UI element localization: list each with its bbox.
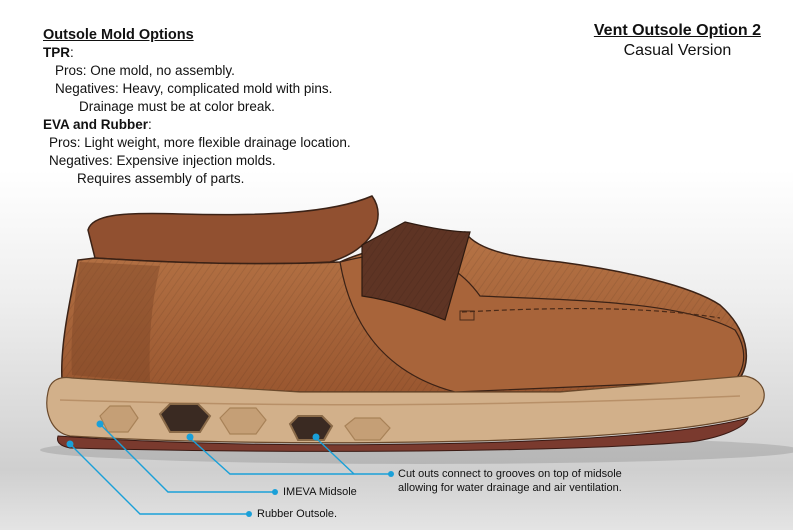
callout-dot-midsole [96, 420, 104, 428]
eva-pros: Pros: Light weight, more flexible draina… [49, 135, 351, 150]
cutout-2 [288, 415, 334, 441]
tpr-label: TPR [43, 45, 70, 60]
callout-end-midsole [272, 489, 278, 495]
callout-line-midsole [99, 423, 274, 493]
callout-line-outsole [69, 443, 248, 515]
callout-cutouts-line1: Cut outs connect to grooves on top of mi… [398, 468, 622, 480]
tpr-negatives: Negatives: Heavy, complicated mold with … [55, 81, 333, 96]
cutout-1 [158, 403, 212, 433]
callout-line-cutouts-a [189, 437, 390, 475]
callout-dot-cutout-1 [186, 433, 194, 441]
callout-midsole: IMEVA Midsole [283, 486, 357, 498]
eva-negatives-cont: Requires assembly of parts. [77, 171, 245, 186]
vamp-stitch [461, 307, 721, 319]
callout-cutouts: Cut outs connect to grooves on top of mi… [398, 467, 622, 495]
callout-outsole: Rubber Outsole. [257, 508, 338, 520]
tpr-pros: Pros: One mold, no assembly. [55, 63, 235, 78]
outsole-notes: Outsole Mold Options TPR: Pros: One mold… [43, 26, 351, 188]
callout-line-cutouts-b [315, 437, 355, 475]
side-shading [71, 262, 160, 382]
stitch-tab [459, 310, 475, 321]
elastic-strap-texture [362, 222, 470, 320]
cutout-deco-3 [344, 417, 391, 441]
heel-collar [87, 195, 379, 265]
eva-label: EVA and Rubber [43, 117, 149, 132]
midsole-groove [59, 395, 741, 406]
cutout-deco-2 [219, 407, 267, 435]
tpr-label-row: TPR: [43, 45, 74, 60]
callout-end-outsole [246, 511, 252, 517]
callout-dots [66, 420, 394, 517]
eva-label-row: EVA and Rubber: [43, 117, 152, 132]
callout-dot-outsole [66, 440, 74, 448]
page-subtitle: Casual Version [623, 42, 732, 59]
callout-cutouts-line2: allowing for water drainage and air vent… [398, 482, 622, 494]
title-block: Vent Outsole Option 2 Casual Version [594, 22, 761, 60]
callout-end-cutouts [388, 471, 394, 477]
callout-lines [69, 423, 390, 515]
page-title: Vent Outsole Option 2 [593, 22, 761, 39]
notes-heading: Outsole Mold Options [43, 27, 194, 43]
tpr-negatives-cont: Drainage must be at color break. [79, 99, 275, 114]
eva-negatives: Negatives: Expensive injection molds. [49, 153, 276, 168]
rubber-outsole [57, 417, 749, 452]
callout-dot-cutout-2 [312, 433, 320, 441]
